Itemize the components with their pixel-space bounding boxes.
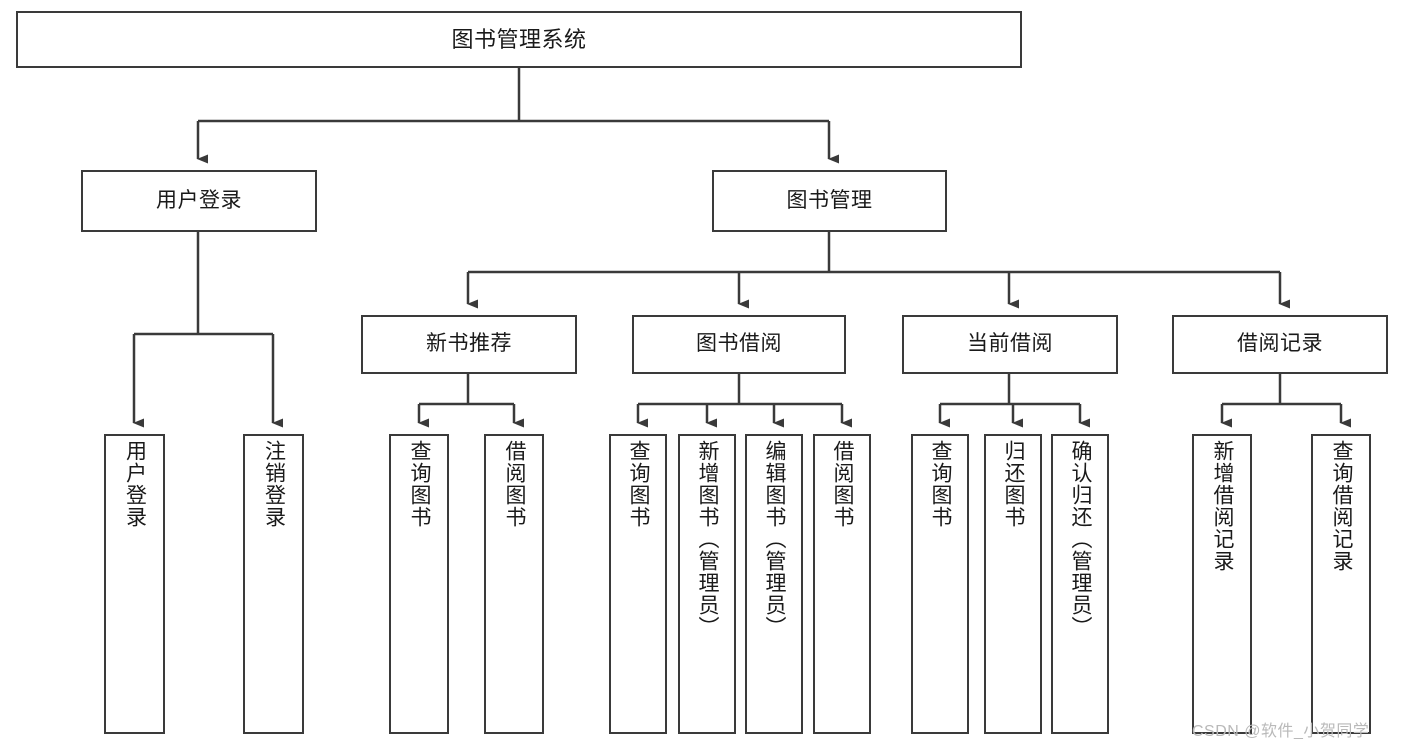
node-label: 用户登录 — [156, 188, 242, 212]
node-label: 图书借阅 — [696, 332, 782, 356]
node-leaf-confirm-return[interactable]: 确认归还（管理员） — [1051, 434, 1109, 734]
node-leaf-query-book-3[interactable]: 查询图书 — [911, 434, 969, 734]
node-label: 借阅记录 — [1237, 332, 1323, 356]
node-label: 查询图书 — [929, 440, 953, 528]
node-label: 归还图书 — [1002, 440, 1026, 528]
node-root[interactable]: 图书管理系统 — [16, 11, 1022, 68]
node-label: 新增图书（管理员） — [696, 440, 720, 638]
node-label: 查询借阅记录 — [1330, 440, 1354, 572]
node-leaf-borrow-book-1[interactable]: 借阅图书 — [484, 434, 544, 734]
node-book-manage[interactable]: 图书管理 — [712, 170, 947, 232]
node-leaf-query-book-1[interactable]: 查询图书 — [389, 434, 449, 734]
node-leaf-query-book-2[interactable]: 查询图书 — [609, 434, 667, 734]
node-leaf-borrow-book-2[interactable]: 借阅图书 — [813, 434, 871, 734]
node-label: 当前借阅 — [967, 332, 1053, 356]
node-leaf-query-record[interactable]: 查询借阅记录 — [1311, 434, 1371, 734]
node-book-borrow[interactable]: 图书借阅 — [632, 315, 846, 374]
node-leaf-logout[interactable]: 注销登录 — [243, 434, 304, 734]
node-label: 编辑图书（管理员） — [763, 440, 787, 638]
node-label: 新书推荐 — [426, 332, 512, 356]
node-label: 确认归还（管理员） — [1069, 440, 1093, 638]
node-user-login[interactable]: 用户登录 — [81, 170, 317, 232]
node-label: 图书管理 — [786, 188, 873, 212]
node-leaf-add-record[interactable]: 新增借阅记录 — [1192, 434, 1252, 734]
node-label: 借阅图书 — [831, 440, 855, 528]
node-label: 用户登录 — [123, 440, 147, 528]
node-leaf-user-login[interactable]: 用户登录 — [104, 434, 165, 734]
node-label: 注销登录 — [262, 440, 286, 528]
node-leaf-add-book[interactable]: 新增图书（管理员） — [678, 434, 736, 734]
node-new-book-rec[interactable]: 新书推荐 — [361, 315, 577, 374]
node-label: 查询图书 — [408, 440, 432, 528]
node-label: 查询图书 — [627, 440, 651, 528]
node-borrow-record[interactable]: 借阅记录 — [1172, 315, 1388, 374]
node-leaf-return-book[interactable]: 归还图书 — [984, 434, 1042, 734]
node-current-borrow[interactable]: 当前借阅 — [902, 315, 1118, 374]
node-label: 图书管理系统 — [451, 26, 587, 52]
csdn-watermark: CSDN @软件_小贺同学 — [1192, 723, 1370, 740]
node-leaf-edit-book[interactable]: 编辑图书（管理员） — [745, 434, 803, 734]
node-label: 新增借阅记录 — [1211, 440, 1235, 572]
node-label: 借阅图书 — [503, 440, 527, 528]
